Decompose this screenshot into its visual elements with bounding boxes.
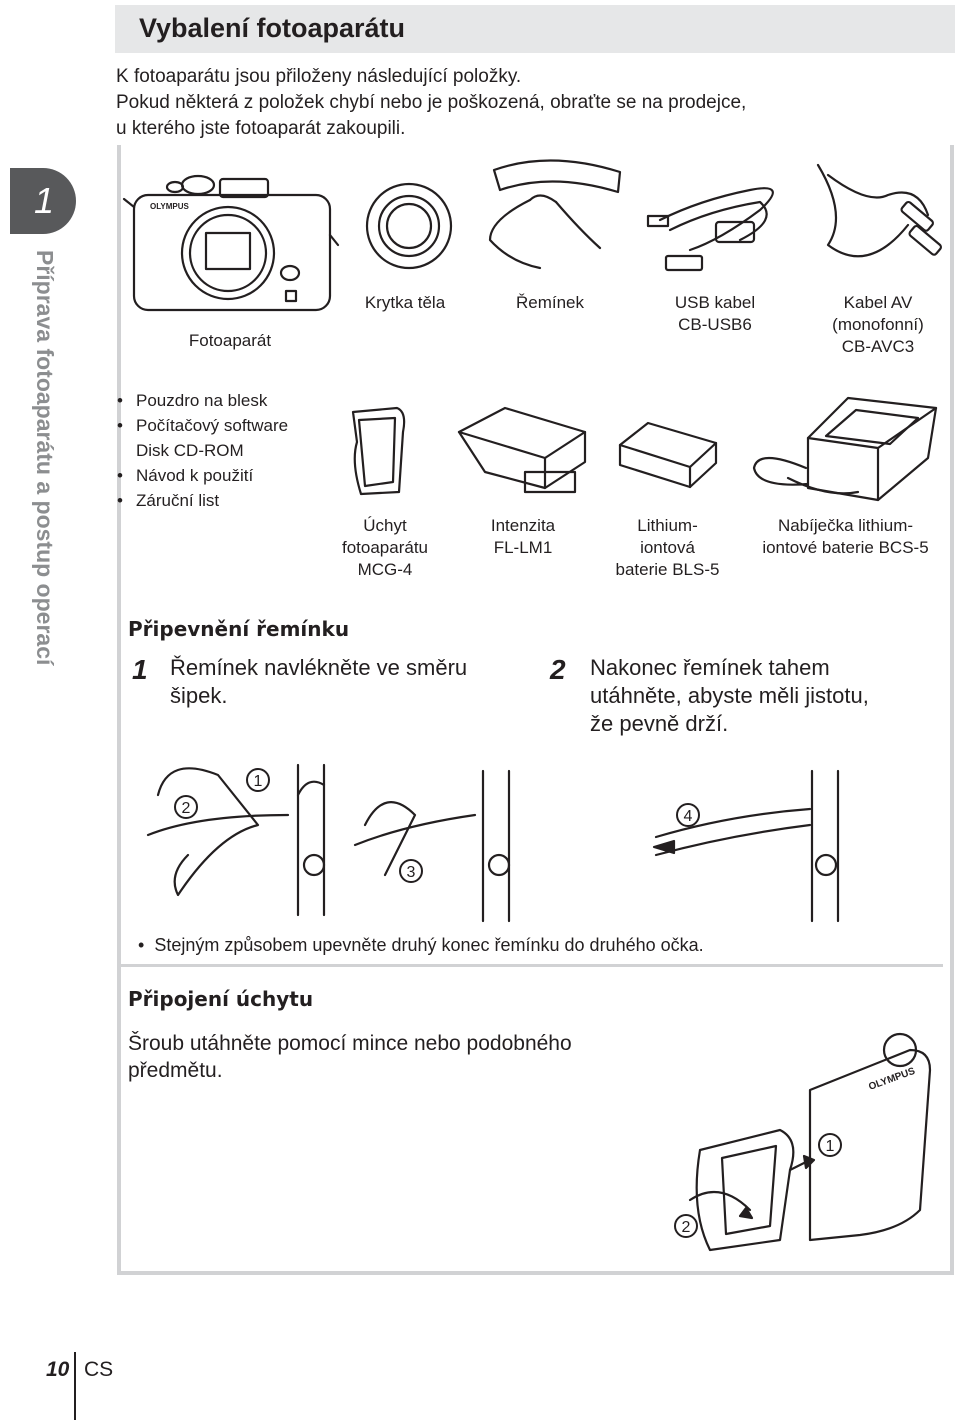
svg-text:2: 2 xyxy=(182,800,191,817)
intro-text: K fotoaparátu jsou přiloženy následující… xyxy=(116,66,747,139)
chapter-number: 1 xyxy=(34,180,55,221)
strap-note: • Stejným způsobem upevněte druhý konec … xyxy=(138,935,704,955)
svg-text:3: 3 xyxy=(407,864,416,881)
list-item: Pouzdro na blesk xyxy=(116,388,288,413)
label-charger: Nabíječka lithium-iontové baterie BCS-5 xyxy=(762,516,929,557)
language-code: CS xyxy=(84,1358,114,1381)
svg-text:1: 1 xyxy=(254,773,263,790)
label-av-cable: Kabel AV(monofonní)CB-AVC3 xyxy=(832,293,924,356)
step-number-2: 2 xyxy=(550,654,566,685)
strap-illustration xyxy=(488,159,622,270)
list-item: Záruční list xyxy=(116,488,288,513)
chapter-tab: 1 xyxy=(10,168,76,234)
grip-illustration xyxy=(351,406,406,496)
list-item: Návod k použití xyxy=(116,463,288,488)
label-body-cap: Krytka těla xyxy=(364,293,446,312)
svg-text:OLYMPUS: OLYMPUS xyxy=(150,202,189,211)
section-divider xyxy=(121,964,943,967)
footer-divider xyxy=(74,1352,76,1420)
camera-illustration: OLYMPUS xyxy=(122,174,340,312)
strap-step-illustration-c: 4 xyxy=(652,769,840,923)
label-strap: Řemínek xyxy=(515,293,585,312)
accessory-list: Pouzdro na blesk Počítačový software Dis… xyxy=(116,388,288,513)
list-item: Disk CD-ROM xyxy=(136,441,244,460)
content-frame xyxy=(117,145,954,1275)
av-cable-illustration xyxy=(816,163,942,258)
label-camera: Fotoaparát xyxy=(188,331,272,350)
charger-illustration xyxy=(752,396,938,502)
page-title: Vybalení fotoaparátu xyxy=(139,13,406,43)
grip-heading: Připojení úchytu xyxy=(128,987,314,1011)
svg-text:OLYMPUS: OLYMPUS xyxy=(867,1066,917,1093)
grip-attach-illustration: OLYMPUS 1 2 xyxy=(674,1032,932,1252)
body-cap-illustration xyxy=(365,182,453,270)
strap-step-illustration-b: 3 xyxy=(353,769,511,923)
battery-illustration xyxy=(618,421,718,489)
svg-text:2: 2 xyxy=(682,1219,691,1236)
grip-instruction: Šroub utáhněte pomocí mince nebo podobné… xyxy=(128,1032,572,1082)
flash-illustration xyxy=(457,406,587,494)
svg-text:4: 4 xyxy=(684,808,693,825)
chapter-title-vertical: Příprava fotoaparátu a postup operací xyxy=(32,250,58,666)
list-item: Počítačový software xyxy=(116,413,288,438)
svg-text:1: 1 xyxy=(826,1138,835,1155)
page-number: 10 xyxy=(46,1358,70,1381)
usb-cable-illustration xyxy=(646,187,774,272)
title-bar: Vybalení fotoaparátu xyxy=(115,5,955,53)
strap-heading: Připevnění řemínku xyxy=(128,617,350,641)
step-number-1: 1 xyxy=(132,654,148,685)
strap-step-illustration-a: 1 2 xyxy=(146,763,326,917)
